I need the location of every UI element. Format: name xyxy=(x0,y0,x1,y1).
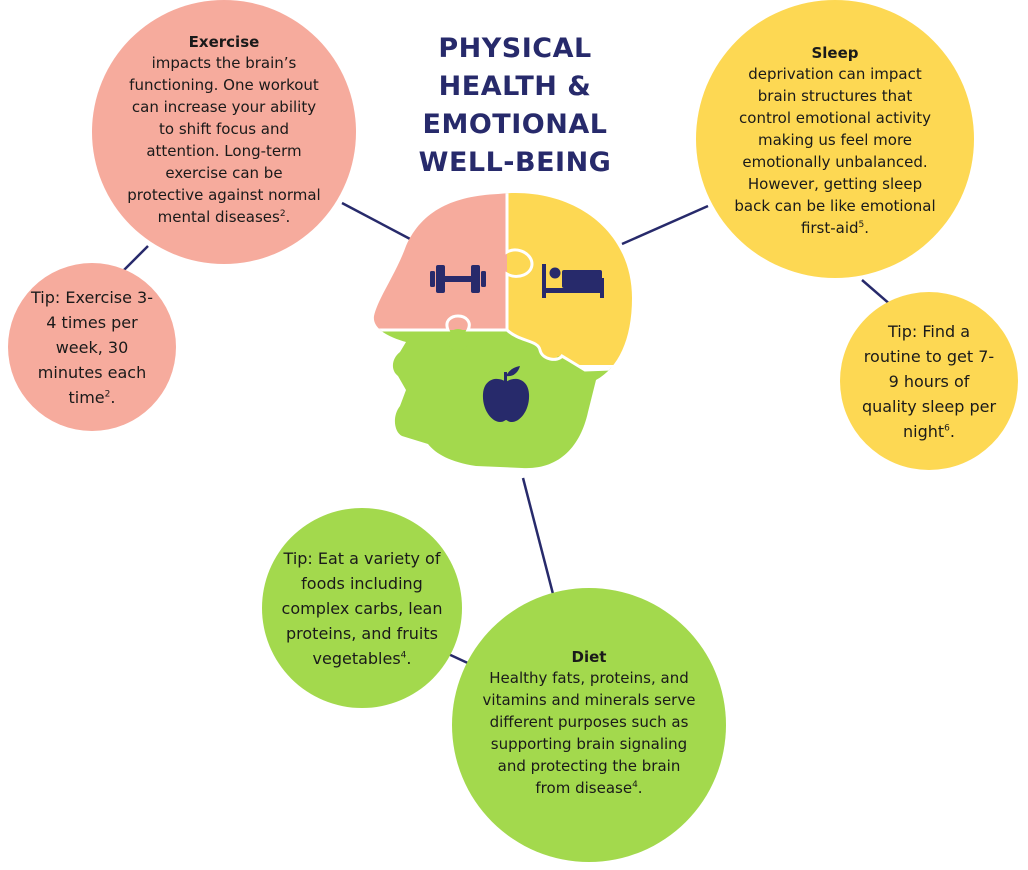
connector-exercise-tip xyxy=(121,245,149,273)
exercise-end: . xyxy=(285,208,291,226)
exercise-bubble: Exercise impacts the brain’s functioning… xyxy=(92,0,356,264)
diet-heading: Diet xyxy=(571,648,607,666)
sleep-bubble: Sleep deprivation can impact brain struc… xyxy=(696,0,974,278)
diet-text: Healthy fats, proteins, and vitamins and… xyxy=(482,667,696,799)
bed-icon xyxy=(542,264,604,298)
diet-body: Healthy fats, proteins, and vitamins and… xyxy=(482,669,696,797)
sleep-text: deprivation can impact brain structures … xyxy=(730,63,940,239)
head-puzzle-graphic xyxy=(373,193,632,469)
dumbbell-icon xyxy=(430,265,486,293)
sleep-reference: 5 xyxy=(858,220,865,230)
exercise-tip-bubble: Tip: Exercise 3-4 times per week, 30 min… xyxy=(8,263,176,431)
page-title: PHYSICAL HEALTH & EMOTIONAL WELL-BEING xyxy=(418,33,612,178)
sleep-body: deprivation can impact brain structures … xyxy=(734,65,936,237)
exercise-text: impacts the brain’s functioning. One wor… xyxy=(126,52,322,228)
exercise-reference: 2 xyxy=(279,209,286,219)
exercise-tip-text: Tip: Exercise 3-4 times per week, 30 min… xyxy=(26,285,158,410)
diet-bubble: Diet Healthy fats, proteins, and vitamin… xyxy=(452,588,726,862)
exercise-tip-end: . xyxy=(110,387,116,407)
connector-exercise xyxy=(341,201,413,242)
sleep-tip-bubble: Tip: Find a routine to get 7-9 hours of … xyxy=(840,292,1018,470)
exercise-tip-reference: 2 xyxy=(104,389,111,400)
diet-tip-end: . xyxy=(406,648,412,668)
connector-diet xyxy=(521,477,555,595)
apple-icon xyxy=(482,366,530,422)
sleep-tip-reference: 6 xyxy=(944,423,950,434)
sleep-tip-body: Tip: Find a routine to get 7-9 hours of … xyxy=(861,321,997,441)
sleep-tip-end: . xyxy=(949,421,955,441)
connector-sleep xyxy=(621,204,709,246)
exercise-tip-body: Tip: Exercise 3-4 times per week, 30 min… xyxy=(31,287,153,407)
sleep-tip-text: Tip: Find a routine to get 7-9 hours of … xyxy=(860,319,998,444)
head-exercise-region xyxy=(373,193,507,330)
diet-end: . xyxy=(637,779,643,797)
diet-tip-body: Tip: Eat a variety of foods including co… xyxy=(281,548,443,668)
diet-tip-bubble: Tip: Eat a variety of foods including co… xyxy=(262,508,462,708)
diet-tip-reference: 4 xyxy=(400,650,407,661)
exercise-heading: Exercise xyxy=(188,33,260,51)
diet-reference: 4 xyxy=(632,780,638,790)
exercise-body: impacts the brain’s functioning. One wor… xyxy=(127,54,321,226)
diet-tip-text: Tip: Eat a variety of foods including co… xyxy=(278,546,446,671)
sleep-heading: Sleep xyxy=(811,44,859,62)
sleep-end: . xyxy=(864,219,870,237)
